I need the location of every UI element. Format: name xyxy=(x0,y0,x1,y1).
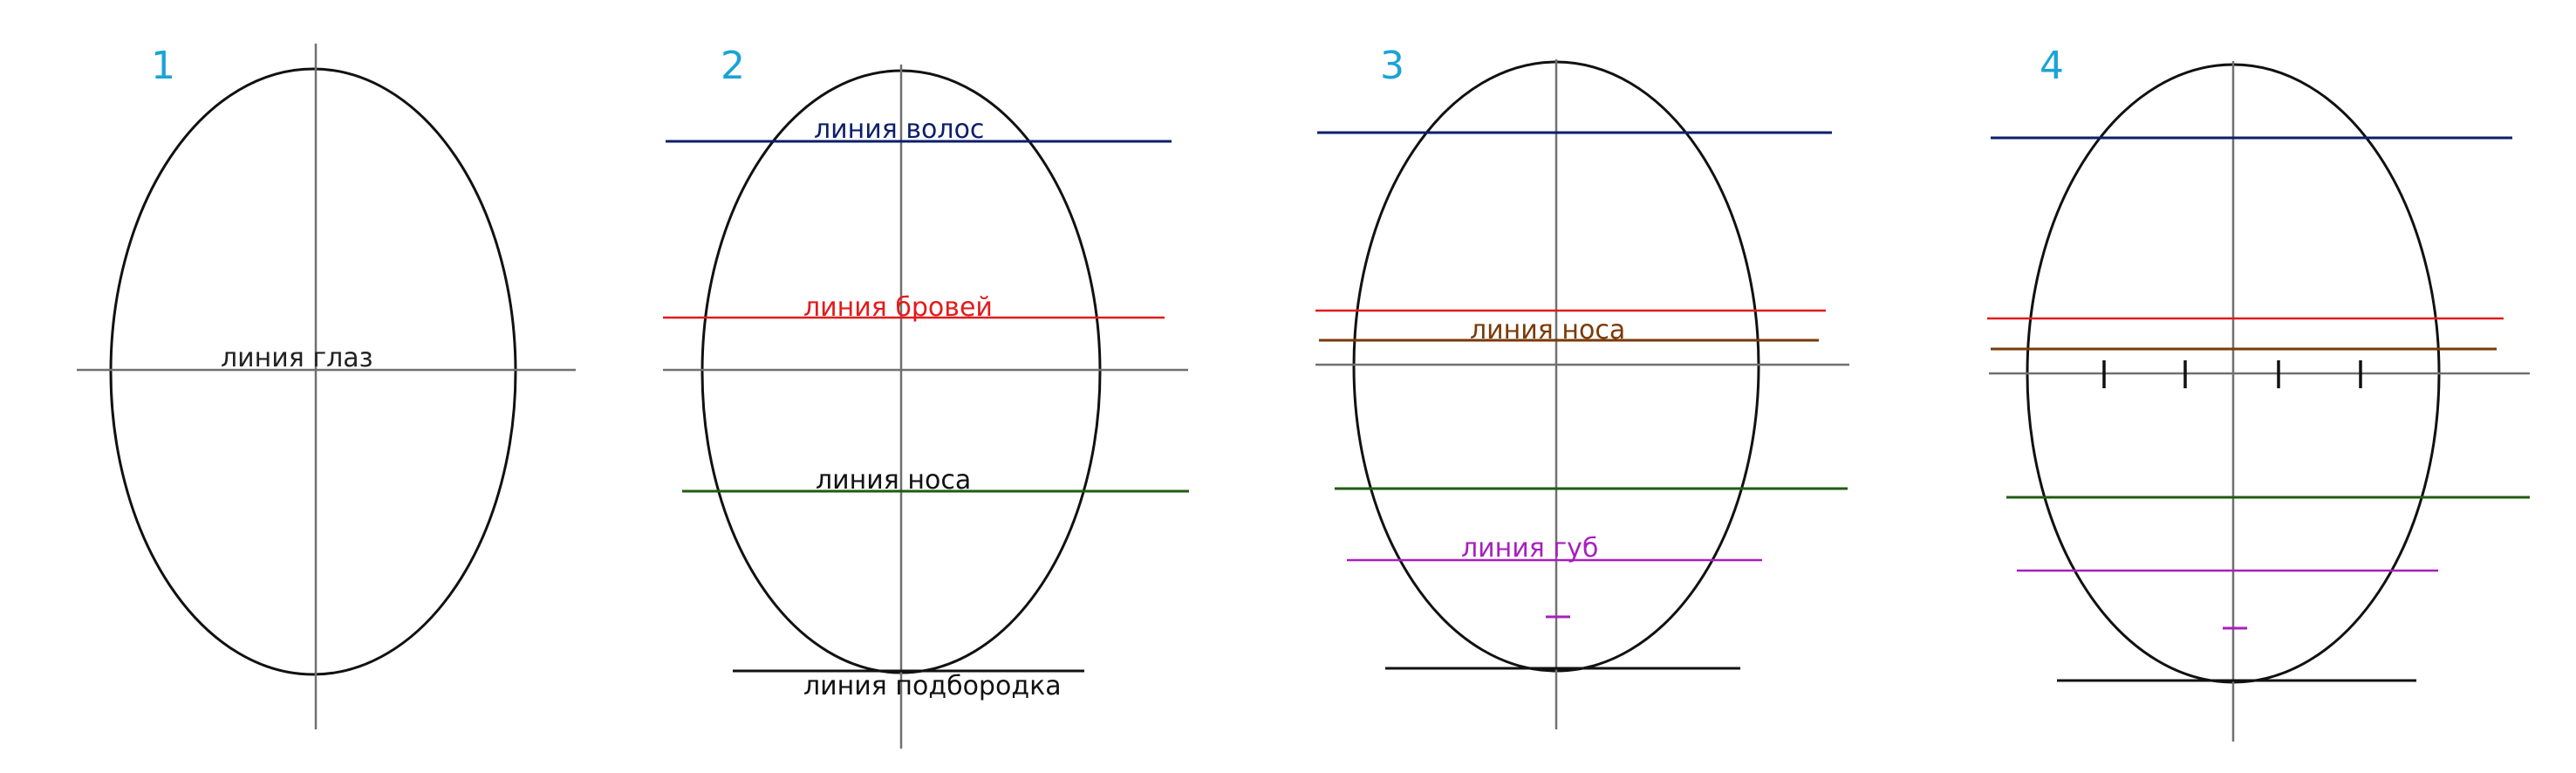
eye-line-label-1: линия глаз xyxy=(221,343,373,373)
brow-line-label-2: линия бровей xyxy=(803,292,993,323)
panel-number-4: 4 xyxy=(2040,44,2064,88)
chin-line-label-2: линия подбородка xyxy=(803,671,1062,701)
nose-line-label-3: линия носа xyxy=(1470,315,1625,345)
panel-2: 2 линия волос линия бровей линия носа ли… xyxy=(663,44,1189,749)
panel-number-2: 2 xyxy=(721,44,745,88)
panel-number-3: 3 xyxy=(1380,44,1404,88)
panel-number-1: 1 xyxy=(151,44,175,88)
hair-line-label-2: линия волос xyxy=(814,114,984,145)
head-oval-1 xyxy=(109,67,517,676)
panel-4: 4 xyxy=(1987,44,2530,742)
lips-line-label-3: линия губ xyxy=(1461,533,1598,564)
nose-line-label-2: линия носа xyxy=(816,465,971,496)
eye-width-ticks-4 xyxy=(2102,360,2362,388)
panel-1: 1 линия глаз xyxy=(77,44,576,729)
panel-3: 3 линия носа линия губ xyxy=(1315,44,1849,729)
